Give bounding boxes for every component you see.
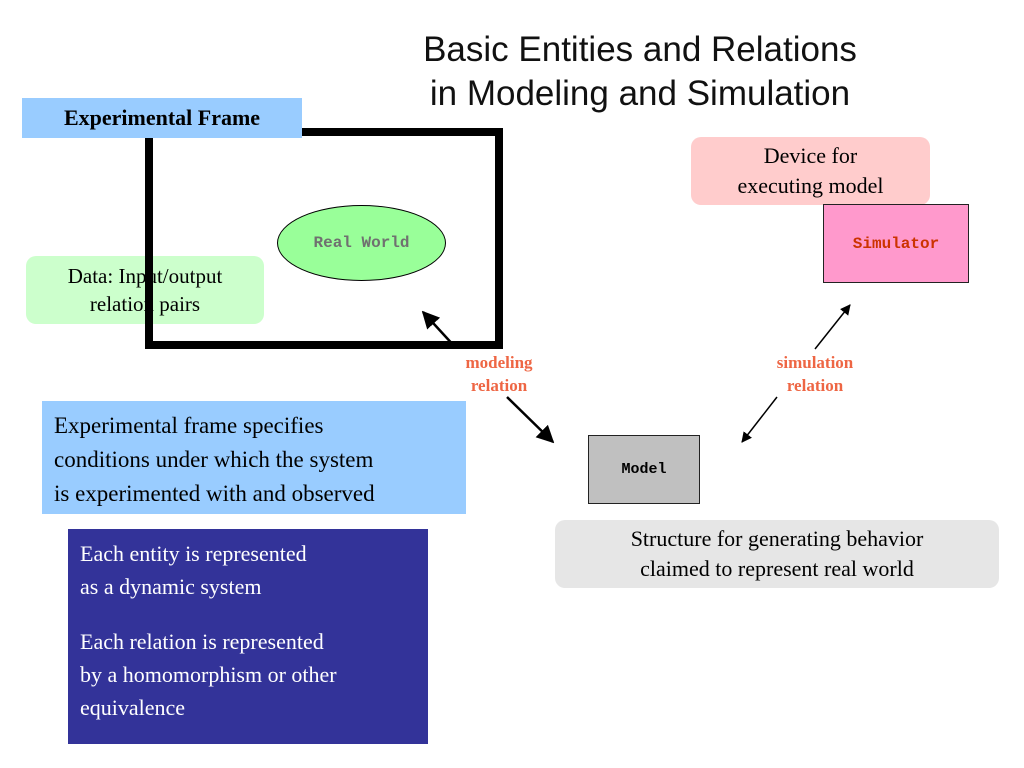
simulation-relation-label: simulation relation — [755, 351, 875, 397]
simulator-note-line-2: executing model — [737, 173, 884, 198]
model-label: Model — [621, 461, 667, 478]
title-line-2: in Modeling and Simulation — [429, 74, 851, 113]
simulator-label: Simulator — [852, 234, 940, 253]
summary-relation-line-1: Each relation is represented — [80, 629, 324, 654]
ef-desc-line-1: Experimental frame specifies — [54, 413, 324, 438]
ef-desc-line-2: conditions under which the system — [54, 447, 374, 472]
model-note-line-2: claimed to represent real world — [640, 556, 914, 581]
model-note: Structure for generating behavior claime… — [555, 520, 999, 588]
slide-title: Basic Entities and Relations in Modeling… — [300, 28, 980, 116]
modeling-relation-line-2: relation — [470, 376, 528, 395]
real-world-label: Real World — [313, 234, 410, 252]
modeling-arrow-lower — [506, 396, 555, 444]
experimental-frame-label: Experimental Frame — [22, 98, 302, 138]
simulator-node[interactable]: Simulator — [823, 204, 969, 283]
title-line-1: Basic Entities and Relations — [423, 30, 857, 69]
modeling-relation-label: modeling relation — [440, 351, 558, 397]
experimental-frame-border — [145, 128, 503, 349]
real-world-node[interactable]: Real World — [277, 205, 446, 281]
model-note-line-1: Structure for generating behavior — [630, 526, 924, 551]
summary-entity-line-1: Each entity is represented — [80, 541, 307, 566]
ef-desc-line-3: is experimented with and observed — [54, 481, 375, 506]
modeling-relation-line-1: modeling — [465, 353, 533, 372]
summary-relation-line-2: by a homomorphism or other — [80, 662, 337, 687]
summary-entity-line-2: as a dynamic system — [80, 574, 262, 599]
simulation-relation-line-2: relation — [786, 376, 844, 395]
experimental-frame-left-edge — [145, 250, 153, 342]
simulation-arrow-upper — [814, 304, 851, 350]
summary-relation-line-3: equivalence — [80, 695, 186, 720]
simulator-note: Device for executing model — [691, 137, 930, 205]
model-node[interactable]: Model — [588, 435, 700, 504]
simulator-note-line-1: Device for — [763, 143, 858, 168]
experimental-frame-description: Experimental frame specifies conditions … — [42, 401, 466, 514]
summary-box: Each entity is represented as a dynamic … — [68, 529, 428, 744]
simulation-arrow-lower — [741, 396, 778, 443]
simulation-relation-line-1: simulation — [776, 353, 854, 372]
